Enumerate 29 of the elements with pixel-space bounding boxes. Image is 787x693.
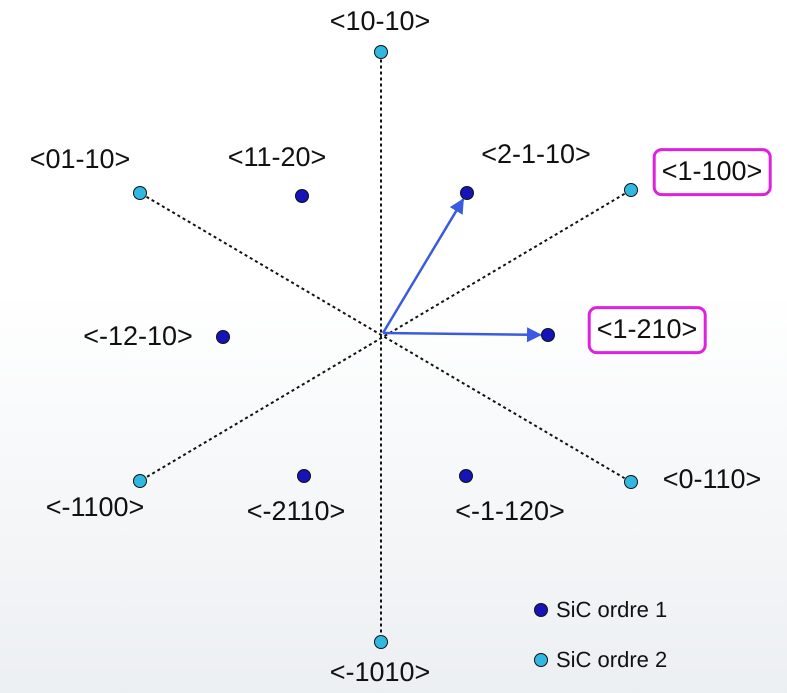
direction-label: <-1010> [330,658,430,688]
lattice-point [133,474,147,488]
lattice-point [541,328,555,342]
lattice-point [133,186,147,200]
direction-label: <-2110> [246,497,346,527]
lattice-point [297,469,311,483]
arrow [382,327,542,342]
highlighted-direction-label: <1-100> [652,148,772,196]
direction-label: <-1-120> [455,497,565,527]
lattice-point [624,183,638,197]
lattice-point [295,189,309,203]
lattice-point [374,635,388,649]
legend-label: SiC ordre 1 [556,597,668,623]
legend-label: SiC ordre 2 [556,647,668,673]
lattice-point [624,475,638,489]
direction-label: <10-10> [330,7,430,37]
direction-label: <0-110> [662,465,762,495]
dashed-line [380,60,382,634]
direction-label: <2-1-10> [481,140,591,170]
lattice-point [374,45,388,59]
direction-label: <11-20> [228,143,326,173]
lattice-point [216,330,230,344]
highlighted-direction-label: <1-210> [588,306,706,354]
lattice-point [460,186,474,200]
direction-label: <01-10> [30,145,130,175]
arrow [382,198,464,334]
direction-label: <-12-10> [83,322,193,352]
direction-label: <-1100> [46,493,144,523]
lattice-point [459,469,473,483]
